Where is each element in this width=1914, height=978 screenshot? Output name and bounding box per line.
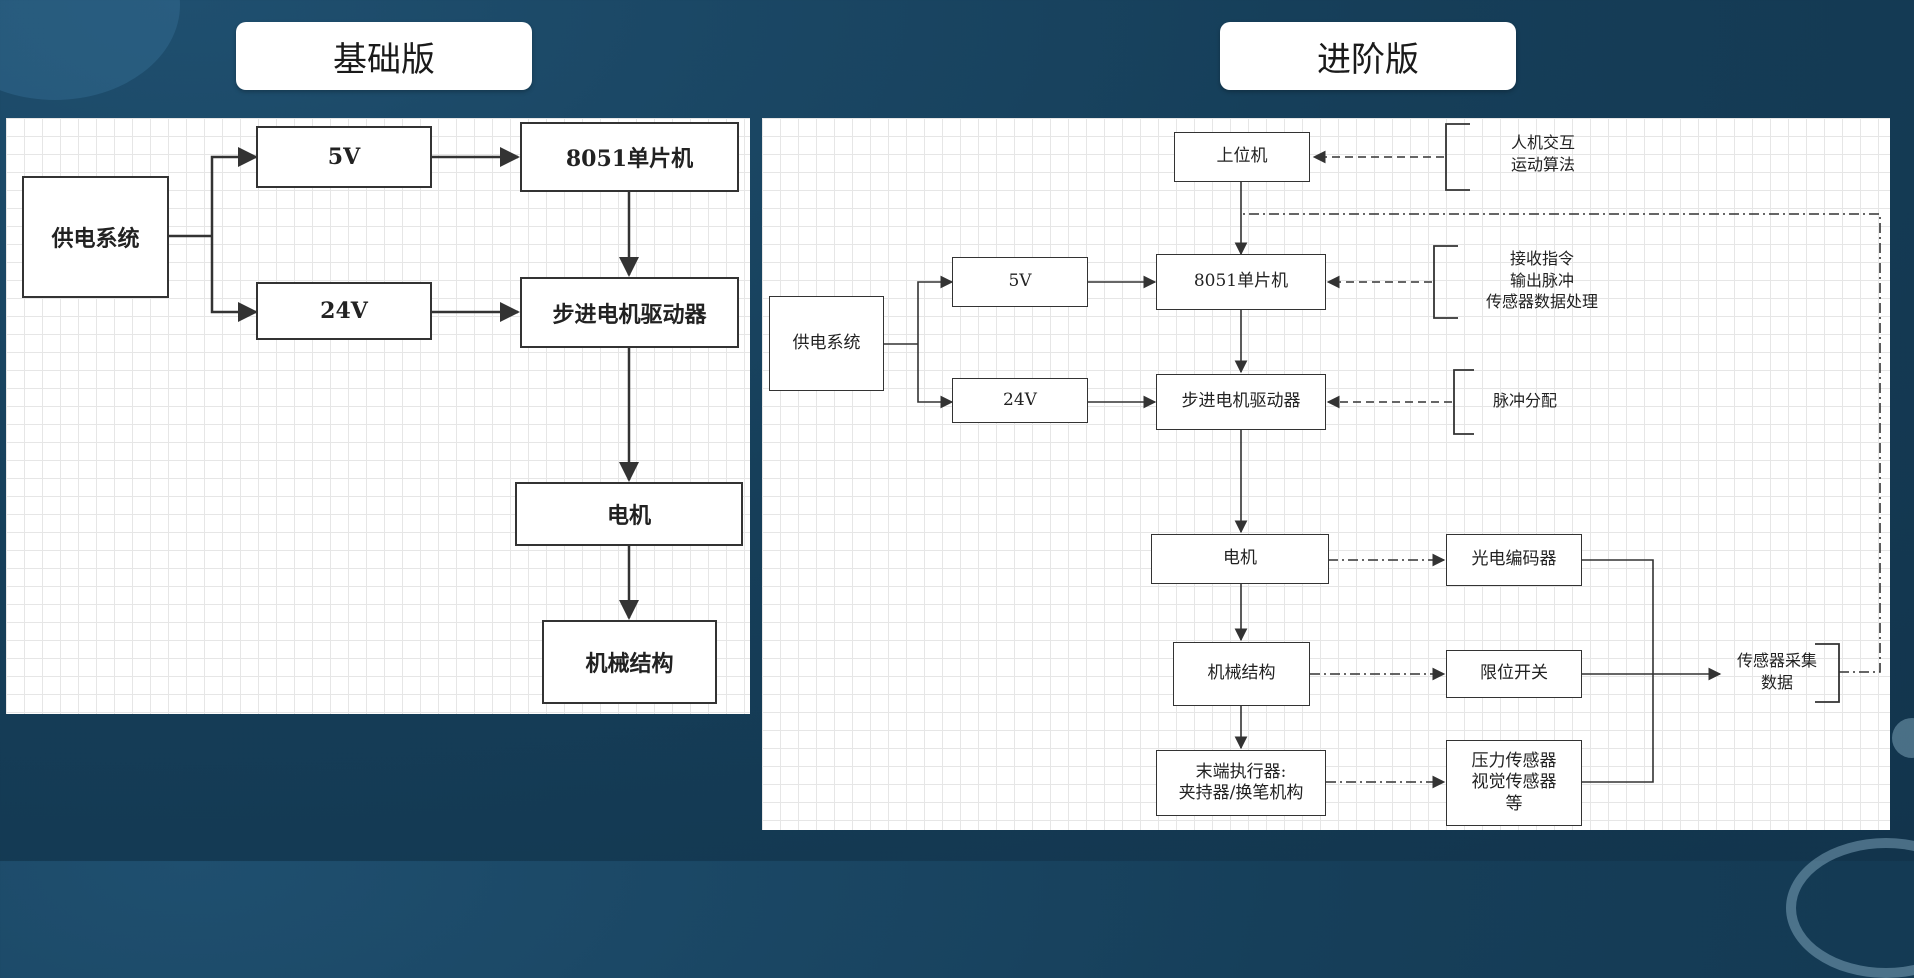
adv-5v-box: 5V — [952, 257, 1088, 307]
host-note-bracket — [1445, 123, 1470, 191]
basic-connectors — [169, 147, 639, 620]
adv-line-encoder-collect — [1582, 559, 1654, 674]
adv-24v-box: 24V — [952, 378, 1088, 423]
sensor-note-bracket — [1815, 643, 1840, 703]
adv-host-computer-box: 上位机 — [1174, 132, 1310, 182]
basic-version-title: 基础版 — [236, 22, 532, 90]
sensor-note-line-1: 传感器采集 — [1736, 651, 1817, 670]
basic-mechanical-structure-box: 机械结构 — [542, 620, 717, 704]
driver-note: 脉冲分配 — [1480, 390, 1570, 412]
advanced-connectors — [884, 123, 1881, 789]
adv-arrow-power-24v — [917, 344, 954, 409]
mcu-note-line-1: 接收指令 — [1509, 249, 1574, 268]
advanced-diagram-panel: 上位机 供电系统 5V 24V 8051单片机 步进电机驱动器 电机 机械结构 … — [762, 118, 1890, 830]
mcu-note: 接收指令 输出脉冲 传感器数据处理 — [1462, 248, 1622, 313]
driver-note-bracket — [1453, 369, 1474, 435]
end-effector-label-1: 末端执行器: — [1195, 761, 1287, 782]
basic-arrow-power-5v — [210, 147, 258, 236]
advanced-version-title: 进阶版 — [1220, 22, 1516, 90]
adv-driver-box: 步进电机驱动器 — [1156, 374, 1326, 430]
sensor-note-line-2: 数据 — [1760, 672, 1793, 692]
adv-mcu-box: 8051单片机 — [1156, 254, 1326, 310]
adv-limit-switch-box: 限位开关 — [1446, 650, 1582, 698]
adv-motor-box: 电机 — [1151, 534, 1329, 584]
host-note-line-2: 运动算法 — [1510, 154, 1575, 174]
host-note: 人机交互 运动算法 — [1478, 132, 1608, 175]
host-note-line-1: 人机交互 — [1510, 133, 1575, 152]
adv-photoelectric-encoder-box: 光电编码器 — [1446, 534, 1582, 586]
sensor-collection-note: 传感器采集 数据 — [1722, 650, 1832, 693]
adv-sensors-box: 压力传感器 视觉传感器 等 — [1446, 740, 1582, 826]
basic-diagram-panel: 供电系统 5V 24V 8051单片机 步进电机驱动器 电机 机械结构 — [6, 118, 750, 714]
adv-end-effector-box: 末端执行器: 夹持器/换笔机构 — [1156, 750, 1326, 816]
sensors-label-3: 等 — [1505, 793, 1523, 814]
adv-power-system-box: 供电系统 — [769, 296, 884, 391]
adv-arrow-power-5v — [917, 275, 954, 344]
adv-dashdot-feedback-loop — [1241, 213, 1881, 673]
basic-driver-box: 步进电机驱动器 — [520, 277, 739, 348]
background-dot-right — [1892, 718, 1914, 758]
basic-motor-box: 电机 — [515, 482, 743, 546]
mcu-note-bracket — [1433, 245, 1458, 319]
background-circle-bottom-right — [1786, 838, 1914, 978]
adv-line-pressure-collect — [1582, 674, 1654, 783]
background-circle-top-left — [0, 0, 180, 100]
driver-note-line-1: 脉冲分配 — [1492, 391, 1557, 410]
basic-power-system-box: 供电系统 — [22, 176, 169, 298]
sensors-label-2: 视觉传感器 — [1471, 772, 1557, 793]
basic-mcu-box: 8051单片机 — [520, 122, 739, 192]
end-effector-label-2: 夹持器/换笔机构 — [1178, 783, 1304, 803]
sensors-label-1: 压力传感器 — [1471, 751, 1557, 772]
basic-arrow-power-24v — [210, 236, 258, 322]
basic-24v-box: 24V — [256, 282, 432, 340]
mcu-note-line-3: 传感器数据处理 — [1485, 292, 1598, 312]
basic-5v-box: 5V — [256, 126, 432, 188]
mcu-note-line-2: 输出脉冲 — [1509, 270, 1574, 290]
adv-mechanical-structure-box: 机械结构 — [1173, 642, 1310, 706]
